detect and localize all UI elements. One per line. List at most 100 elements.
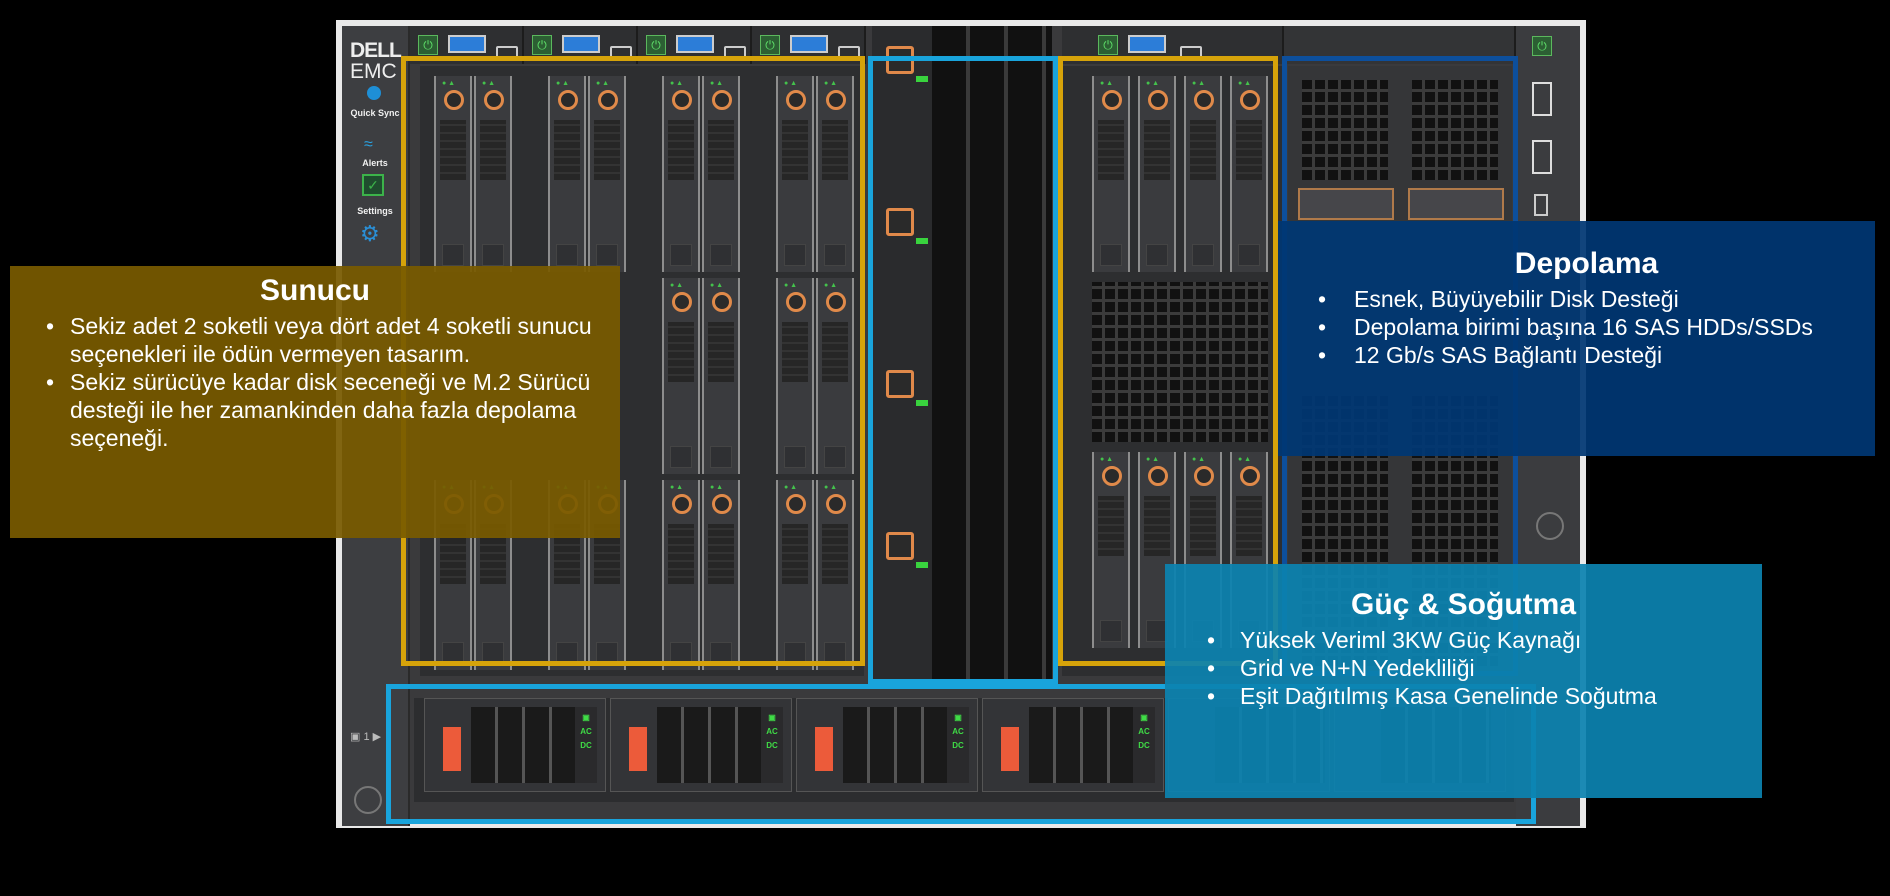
- sunucu-callout: Sunucu •Sekiz adet 2 soketli veya dört a…: [10, 266, 620, 538]
- alerts-label: Alerts: [362, 158, 388, 168]
- depolama-bullets: •Esnek, Büyüyebilir Disk Desteği •Depola…: [1278, 285, 1875, 369]
- dell-emc-logo: DELL EMC: [350, 39, 402, 83]
- drive-bay[interactable]: ● ▲: [434, 76, 472, 272]
- psu-handle[interactable]: [1001, 727, 1019, 771]
- drive-bay[interactable]: ● ▲: [662, 480, 700, 670]
- drive-bay[interactable]: ● ▲: [1230, 76, 1268, 272]
- power-icon[interactable]: ⏻: [1098, 35, 1118, 55]
- bullet-item: •Sekiz adet 2 soketli veya dört adet 4 s…: [46, 313, 592, 367]
- mini-usb-port: [1534, 194, 1548, 216]
- bullet-text: Depolama birimi başına 16 SAS HDDs/SSDs: [1354, 314, 1813, 340]
- psu-handle[interactable]: [815, 727, 833, 771]
- bullet-item: •12 Gb/s SAS Bağlantı Desteği: [1318, 342, 1663, 368]
- drive-bay[interactable]: ● ▲: [1092, 76, 1130, 272]
- drive-bay[interactable]: ● ▲: [702, 278, 740, 474]
- power-icon[interactable]: ⏻: [418, 35, 438, 55]
- psu-fan-grille: [843, 707, 953, 783]
- drive-bay[interactable]: ● ▲: [816, 480, 854, 670]
- logo-line-1: DELL: [350, 39, 402, 62]
- usb-port: [448, 35, 486, 53]
- fan-handle-icon[interactable]: [886, 208, 914, 236]
- guc-sogutma-callout: Güç & Soğutma •Yüksek Veriml 3KW Güç Kay…: [1165, 564, 1762, 798]
- drive-bay[interactable]: ● ▲: [702, 480, 740, 670]
- bullet-item: •Eşit Dağıtılmış Kasa Genelinde Soğutma: [1207, 683, 1657, 709]
- fan-grille: [932, 26, 1052, 686]
- full-height-sled: ● ▲ ● ▲ ● ▲ ● ▲ ● ▲ ● ▲ ● ▲ ● ▲: [1062, 66, 1282, 676]
- drive-bay[interactable]: ● ▲: [474, 76, 512, 272]
- drive-bay[interactable]: ● ▲: [662, 76, 700, 272]
- storage-grille: [1412, 80, 1498, 180]
- drive-bay[interactable]: ● ▲: [702, 76, 740, 272]
- quick-sync-label: Quick Sync: [350, 108, 400, 118]
- storage-release-handle[interactable]: [1298, 188, 1394, 220]
- bullet-text: Sekiz sürücüye kadar disk seceneği ve M.…: [70, 369, 591, 451]
- usb-port: [1128, 35, 1166, 53]
- psu-fan-grille: [657, 707, 767, 783]
- screw-icon: [1536, 512, 1564, 540]
- storage-grille: [1302, 80, 1388, 180]
- bullet-text: Esnek, Büyüyebilir Disk Desteği: [1354, 286, 1679, 312]
- usb-port: [676, 35, 714, 53]
- bullet-item: •Yüksek Veriml 3KW Güç Kaynağı: [1207, 627, 1582, 653]
- wifi-icon[interactable]: ≈: [364, 136, 373, 153]
- drive-bay[interactable]: ● ▲: [588, 76, 626, 272]
- fan-handle-icon[interactable]: [886, 532, 914, 560]
- drive-bay[interactable]: ● ▲: [776, 278, 814, 474]
- screw-icon: [354, 786, 382, 814]
- bullet-text: Eşit Dağıtılmış Kasa Genelinde Soğutma: [1240, 683, 1657, 709]
- drive-bay[interactable]: ● ▲: [776, 480, 814, 670]
- usb-port: [562, 35, 600, 53]
- power-icon[interactable]: ⏻: [1532, 36, 1552, 56]
- bay-number: 1: [363, 731, 370, 743]
- cooling-highlight: [868, 56, 1058, 684]
- psu-fan-grille: [1029, 707, 1139, 783]
- bullet-text: Grid ve N+N Yedekliliği: [1240, 655, 1475, 681]
- bullet-item: •Esnek, Büyüyebilir Disk Desteği: [1318, 286, 1679, 312]
- logo-line-2: EMC: [350, 60, 397, 83]
- drive-bay[interactable]: ● ▲: [548, 76, 586, 272]
- psu-handle[interactable]: [443, 727, 461, 771]
- sunucu-title: Sunucu: [260, 274, 370, 307]
- guc-title: Güç & Soğutma: [1350, 588, 1576, 621]
- power-icon[interactable]: ⏻: [646, 35, 666, 55]
- fan-status-led: [916, 238, 928, 244]
- drive-bay[interactable]: ● ▲: [776, 76, 814, 272]
- sunucu-bullets: •Sekiz adet 2 soketli veya dört adet 4 s…: [10, 312, 620, 452]
- bullet-text: Yüksek Veriml 3KW Güç Kaynağı: [1240, 627, 1582, 653]
- fan-handle-icon[interactable]: [886, 370, 914, 398]
- bullet-item: •Grid ve N+N Yedekliliği: [1207, 655, 1475, 681]
- fan-status-led: [916, 562, 928, 568]
- drive-bay[interactable]: ● ▲: [816, 76, 854, 272]
- drive-bay[interactable]: ● ▲: [816, 278, 854, 474]
- usb-port: [1532, 140, 1552, 174]
- depolama-title: Depolama: [1514, 247, 1659, 280]
- bullet-item: •Sekiz sürücüye kadar disk seceneği ve M…: [46, 369, 591, 451]
- power-icon[interactable]: ⏻: [760, 35, 780, 55]
- info-icon[interactable]: [367, 86, 381, 100]
- drive-bay[interactable]: ● ▲: [1138, 452, 1176, 648]
- power-icon[interactable]: ⏻: [532, 35, 552, 55]
- blank-grille: [1092, 282, 1268, 442]
- depolama-callout: Depolama •Esnek, Büyüyebilir Disk Desteğ…: [1278, 221, 1875, 456]
- drive-bay[interactable]: ● ▲: [662, 278, 700, 474]
- drive-bay[interactable]: ● ▲: [1184, 76, 1222, 272]
- guc-bullets: •Yüksek Veriml 3KW Güç Kaynağı •Grid ve …: [1165, 626, 1762, 710]
- fan-column: [872, 26, 1052, 686]
- storage-release-handle[interactable]: [1408, 188, 1504, 220]
- check-icon[interactable]: ✓: [362, 174, 384, 196]
- drive-bay[interactable]: ● ▲: [1092, 452, 1130, 648]
- settings-label: Settings: [357, 206, 393, 216]
- fan-status-led: [916, 76, 928, 82]
- psu-handle[interactable]: [629, 727, 647, 771]
- drive-bay[interactable]: ● ▲: [1138, 76, 1176, 272]
- gear-icon[interactable]: ⚙: [360, 221, 380, 246]
- drive-bay[interactable]: ● ▲: [1184, 452, 1222, 648]
- bullet-text: 12 Gb/s SAS Bağlantı Desteği: [1354, 342, 1663, 368]
